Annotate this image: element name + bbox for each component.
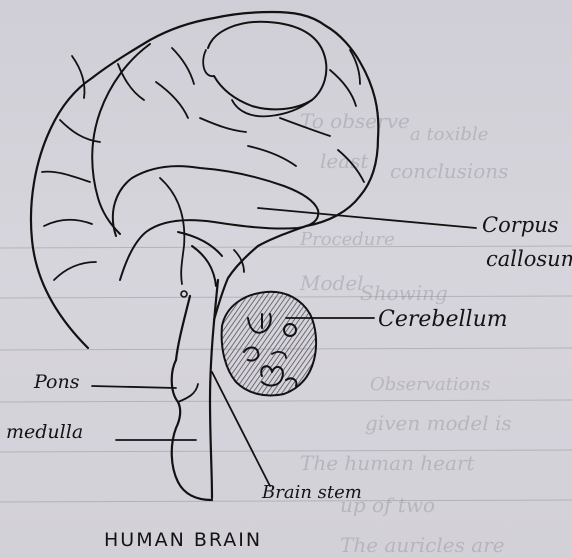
svg-text:Showing: Showing	[360, 281, 448, 305]
svg-text:To observe: To observe	[300, 109, 410, 133]
diagram-caption: HUMAN BRAIN	[104, 529, 262, 551]
label-medulla: medulla	[6, 421, 83, 443]
svg-text:least: least	[320, 149, 369, 173]
label-callosum: callosum	[486, 247, 572, 271]
label-cerebellum: Cerebellum	[378, 307, 508, 332]
svg-text:Model: Model	[299, 271, 364, 295]
label-pons: Pons	[33, 371, 80, 393]
svg-text:a toxible: a toxible	[410, 124, 488, 145]
svg-text:The human heart: The human heart	[300, 451, 476, 475]
brain-stem-shape	[172, 280, 218, 500]
svg-text:Procedure: Procedure	[299, 229, 395, 250]
label-brain-stem: Brain stem	[261, 482, 362, 503]
svg-text:conclusions: conclusions	[390, 159, 508, 183]
svg-text:Observations: Observations	[370, 374, 490, 395]
svg-text:The auricles are: The auricles are	[340, 533, 505, 557]
label-corpus: Corpus	[482, 213, 559, 237]
corpus-callosum-shape	[113, 166, 318, 284]
thalamus-region	[178, 232, 244, 297]
cerebellum-shape	[222, 292, 316, 396]
svg-text:given model is: given model is	[365, 411, 512, 435]
